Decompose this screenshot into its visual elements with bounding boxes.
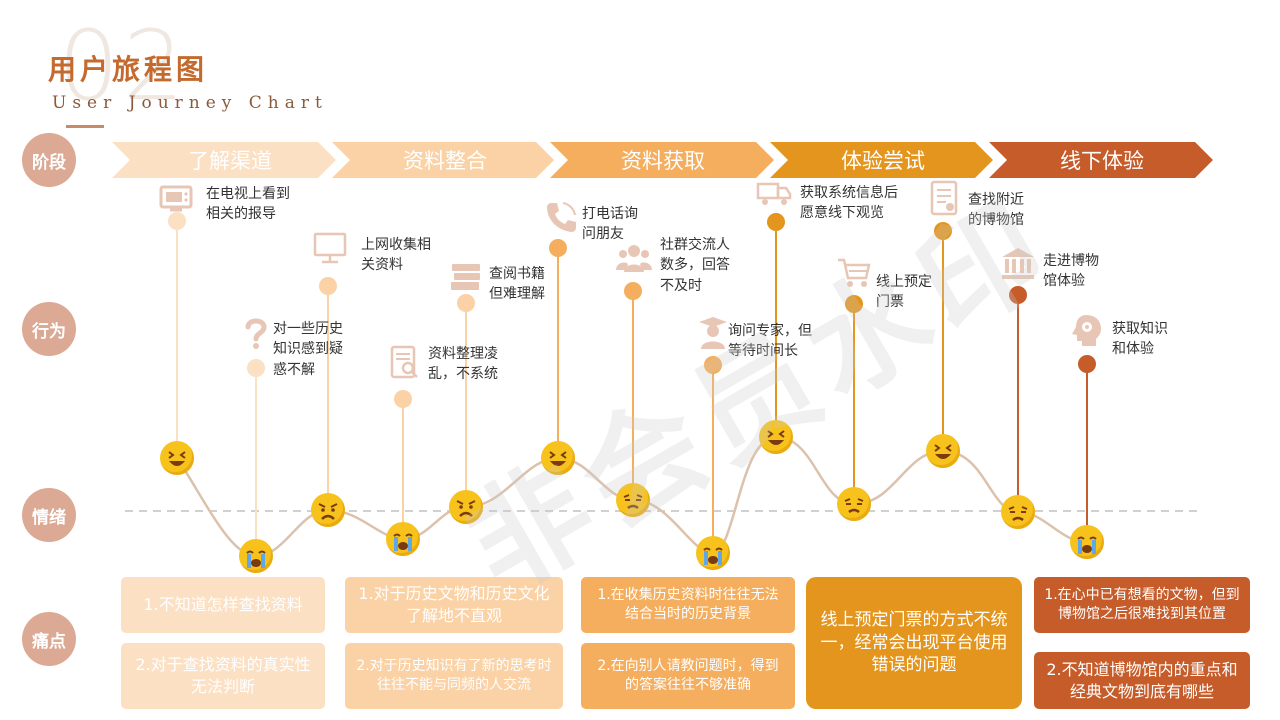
behavior-dot-9 [767, 213, 785, 231]
action-text-4: 资料整理凌乱，不系统 [428, 346, 498, 383]
row-label-pain: 痛点 [22, 612, 76, 666]
background-number: 02 [58, 10, 189, 122]
phone-icon [547, 202, 576, 232]
title-underline [66, 125, 104, 128]
pain-card-5-2: 2.不知道博物馆内的重点和经典文物到底有哪些 [1034, 652, 1250, 709]
pain-card-5-1: 1.在心中已有想看的文物，但到博物馆之后很难找到其位置 [1034, 577, 1250, 633]
museum-icon [1002, 248, 1034, 279]
action-text-2: 对一些历史知识感到疑惑不解 [273, 321, 343, 378]
action-text-13: 获取知识和体验 [1112, 321, 1168, 358]
pain-card-4-1: 线上预定门票的方式不统一，经常会出现平台使用错误的问题 [806, 577, 1022, 709]
behavior-dot-4 [394, 390, 412, 408]
action-text-8: 询问专家，但等待时间长 [728, 323, 812, 360]
stage-label-1: 了解渠道 [188, 149, 272, 173]
action-text-11: 查找附近的博物馆 [968, 192, 1024, 229]
behavior-dot-11 [934, 222, 952, 240]
action-text-12: 走进博物馆体验 [1043, 253, 1099, 290]
stage-arrow-1 [112, 142, 336, 178]
stage-label-4: 体验尝试 [841, 149, 925, 173]
truck-icon [756, 182, 792, 205]
page-subtitle: User Journey Chart [52, 93, 328, 113]
emotion-face-angry [449, 490, 483, 524]
pain-card-3-1: 1.在收集历史资料时往往无法结合当时的历史背景 [581, 577, 795, 633]
behavior-dot-7 [624, 282, 642, 300]
emotion-face-laughing [160, 441, 194, 475]
behavior-dot-1 [168, 212, 186, 230]
document-icon [930, 180, 958, 216]
tv-icon [159, 185, 193, 212]
document-search-icon [390, 345, 418, 379]
emotion-face-crying [1070, 525, 1104, 559]
pain-card-1-1: 1.不知道怎样查找资料 [121, 577, 325, 633]
action-text-7: 社群交流人数多，回答不及时 [660, 237, 730, 294]
behavior-dot-5 [457, 294, 475, 312]
monitor-icon [313, 232, 347, 264]
behavior-dot-2 [247, 359, 265, 377]
row-label-behavior: 行为 [22, 302, 76, 356]
action-text-6: 打电话询问朋友 [582, 206, 638, 243]
stage-label-3: 资料获取 [621, 149, 705, 173]
emotion-face-crying [696, 536, 730, 570]
pain-card-2-2: 2.对于历史知识有了新的思考时往往不能与同频的人交流 [345, 643, 563, 709]
action-text-9: 获取系统信息后愿意线下观览 [800, 185, 898, 222]
action-text-1: 在电视上看到相关的报导 [206, 186, 290, 223]
emotion-face-laughing [759, 420, 793, 454]
expert-icon [699, 317, 727, 349]
question-icon [245, 318, 267, 349]
stage-arrow-5 [989, 142, 1213, 178]
pain-card-2-1: 1.对于历史文物和历史文化了解地不直观 [345, 577, 563, 633]
stage-label-2: 资料整合 [403, 149, 487, 173]
brain-icon [1072, 315, 1101, 346]
behavior-dot-13 [1078, 355, 1096, 373]
pain-card-1-2: 2.对于查找资料的真实性无法判断 [121, 643, 325, 709]
action-text-3: 上网收集相关资料 [361, 237, 431, 274]
behavior-dot-3 [319, 277, 337, 295]
behavior-dot-8 [704, 356, 722, 374]
behavior-dot-10 [845, 295, 863, 313]
emotion-face-sad [1001, 495, 1035, 529]
emotion-face-angry [311, 493, 345, 527]
stage-label-5: 线下体验 [1060, 149, 1144, 173]
pain-card-3-2: 2.在向别人请教问题时，得到的答案往往不够准确 [581, 643, 795, 709]
books-icon [451, 264, 480, 290]
stage-arrow-4 [770, 142, 993, 178]
row-label-stage: 阶段 [22, 133, 76, 187]
emotion-face-laughing [926, 434, 960, 468]
behavior-dot-6 [549, 239, 567, 257]
page-title: 用户旅程图 [48, 53, 209, 86]
emotion-face-crying [386, 522, 420, 556]
action-text-10: 线上预定门票 [876, 274, 932, 311]
emotion-face-crying [239, 539, 273, 573]
group-icon [616, 245, 652, 272]
cart-icon [838, 258, 871, 287]
action-text-5: 查阅书籍但难理解 [489, 266, 545, 303]
emotion-face-sad [616, 483, 650, 517]
emotion-face-laughing [541, 441, 575, 475]
stage-arrow-3 [550, 142, 774, 178]
row-label-emotion: 情绪 [22, 488, 76, 542]
stage-arrow-2 [332, 142, 554, 178]
behavior-dot-12 [1009, 286, 1027, 304]
emotion-face-sad [837, 487, 871, 521]
